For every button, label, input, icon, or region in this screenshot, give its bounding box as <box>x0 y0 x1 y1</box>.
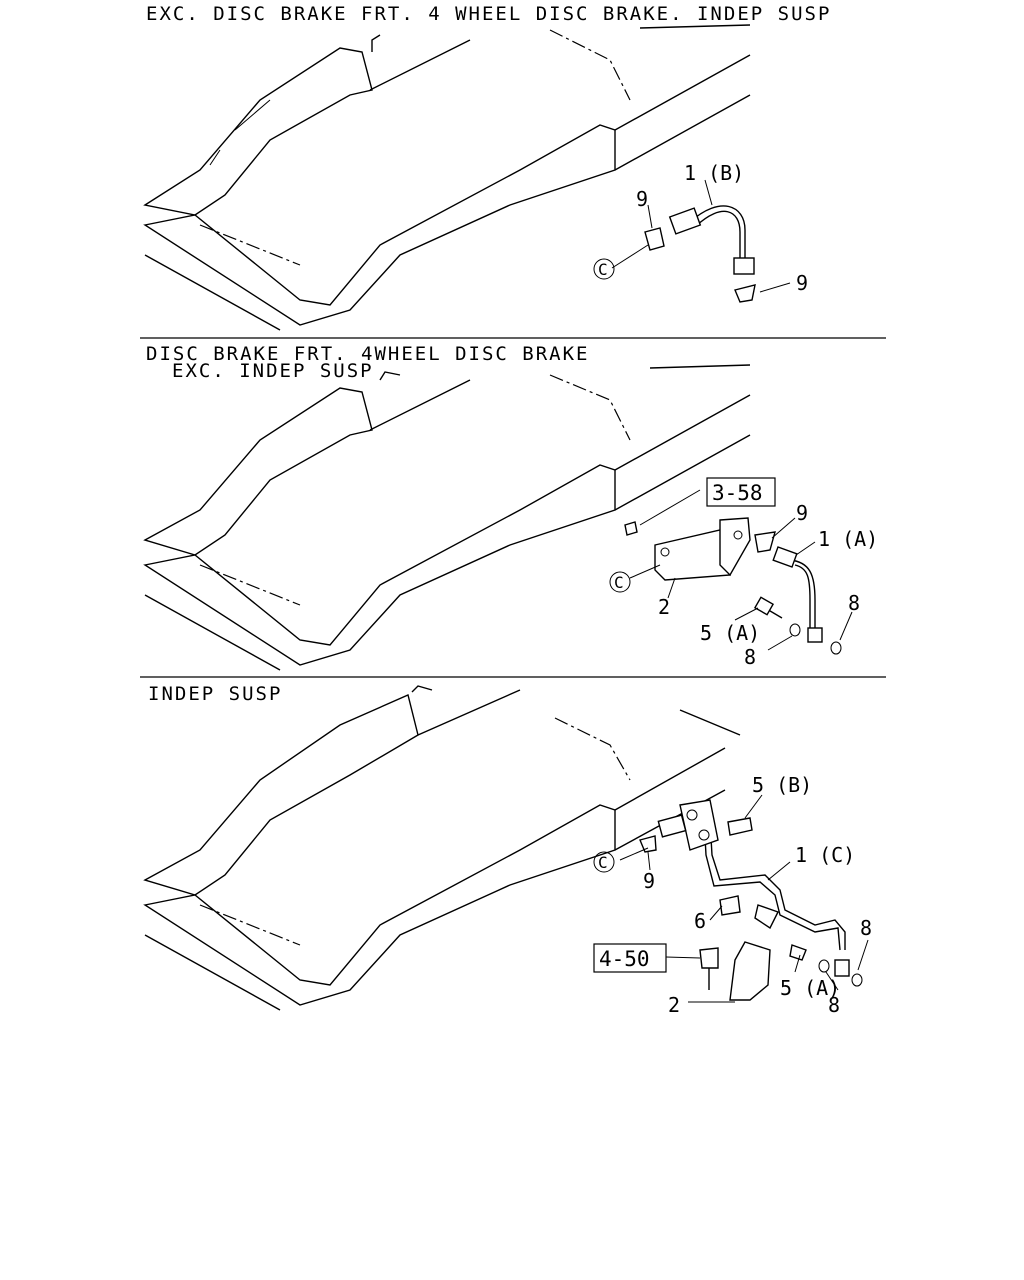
callout-clip-9: 9 <box>796 501 808 525</box>
bracket-2-upper <box>624 517 751 581</box>
ref-circle-c: C <box>598 260 608 279</box>
callout-bracket-2: 2 <box>658 595 670 619</box>
frame-drawing-1 <box>143 24 751 331</box>
leader-line <box>759 282 791 293</box>
leader-line <box>647 851 651 871</box>
callout-bolt-5a: 5 (A) <box>700 621 760 645</box>
leader-line <box>771 517 796 539</box>
callout-clip-9-bottom: 9 <box>796 271 808 295</box>
leader-line <box>839 611 853 641</box>
brake-pipe-1c <box>639 799 863 1001</box>
callout-pipe-1c: 1 (C) <box>795 843 855 867</box>
section-2-title: DISC BRAKE FRT. 4WHEEL DISC BRAKE <box>146 343 590 365</box>
section-2-subtitle: EXC. INDEP SUSP <box>172 360 374 382</box>
ref-circle-c: C <box>598 853 608 872</box>
callout-clip-9: 9 <box>643 869 655 893</box>
callout-hose-1b: 1 (B) <box>684 161 744 185</box>
ref-box-frame <box>593 943 667 973</box>
leader-line <box>857 939 869 971</box>
frame-drawing-3 <box>143 685 741 1011</box>
ref-box-4-50: 4-50 <box>599 947 650 971</box>
leader-line <box>629 564 661 579</box>
section-1-title: EXC. DISC BRAKE FRT. 4 WHEEL DISC BRAKE.… <box>146 3 831 25</box>
leader-line <box>767 861 791 881</box>
callout-clip-9-top: 9 <box>636 187 648 211</box>
frame-drawing-2 <box>143 364 751 671</box>
leader-line <box>639 489 701 526</box>
leader-line <box>611 244 649 269</box>
callout-bolt-5a: 5 (A) <box>780 976 840 1000</box>
ref-circle-c: C <box>614 573 624 592</box>
leader-line <box>794 954 801 973</box>
callout-hose-1a: 1 (A) <box>818 527 878 551</box>
section-1: EXC. DISC BRAKE FRT. 4 WHEEL DISC BRAKE.… <box>143 3 831 331</box>
leader-line <box>795 541 816 556</box>
callout-washer-8-left: 8 <box>744 645 756 669</box>
callout-washer-8-bottom: 8 <box>828 993 840 1017</box>
leader-line <box>744 794 763 819</box>
brake-hose-1b <box>668 205 755 275</box>
leader-line <box>647 204 653 229</box>
leader-line <box>734 607 759 621</box>
callout-bolt-5b: 5 (B) <box>752 773 812 797</box>
leader-line <box>619 847 649 861</box>
section-2: DISC BRAKE FRT. 4WHEEL DISC BRAKE EXC. I… <box>143 343 878 671</box>
ref-circle-icon <box>609 571 631 593</box>
leader-line <box>704 179 713 206</box>
ref-box-frame <box>706 477 776 507</box>
ref-circle-icon <box>593 258 615 280</box>
clip-icon <box>644 227 756 303</box>
section-3-title: INDEP SUSP <box>148 683 282 705</box>
ref-box-3-58: 3-58 <box>712 481 763 505</box>
section-3: INDEP SUSP <box>143 683 872 1017</box>
callout-bracket-2: 2 <box>668 993 680 1017</box>
ref-circle-icon <box>593 851 615 873</box>
brake-hose-1a <box>753 531 842 655</box>
leader-line <box>667 577 676 599</box>
callout-washer-8-top: 8 <box>860 916 872 940</box>
callout-washer-8-right: 8 <box>848 591 860 615</box>
leader-line <box>767 635 793 651</box>
callout-nut-6: 6 <box>694 909 706 933</box>
leader-line <box>709 905 723 921</box>
leader-line <box>665 956 701 959</box>
leader-line <box>825 971 839 991</box>
